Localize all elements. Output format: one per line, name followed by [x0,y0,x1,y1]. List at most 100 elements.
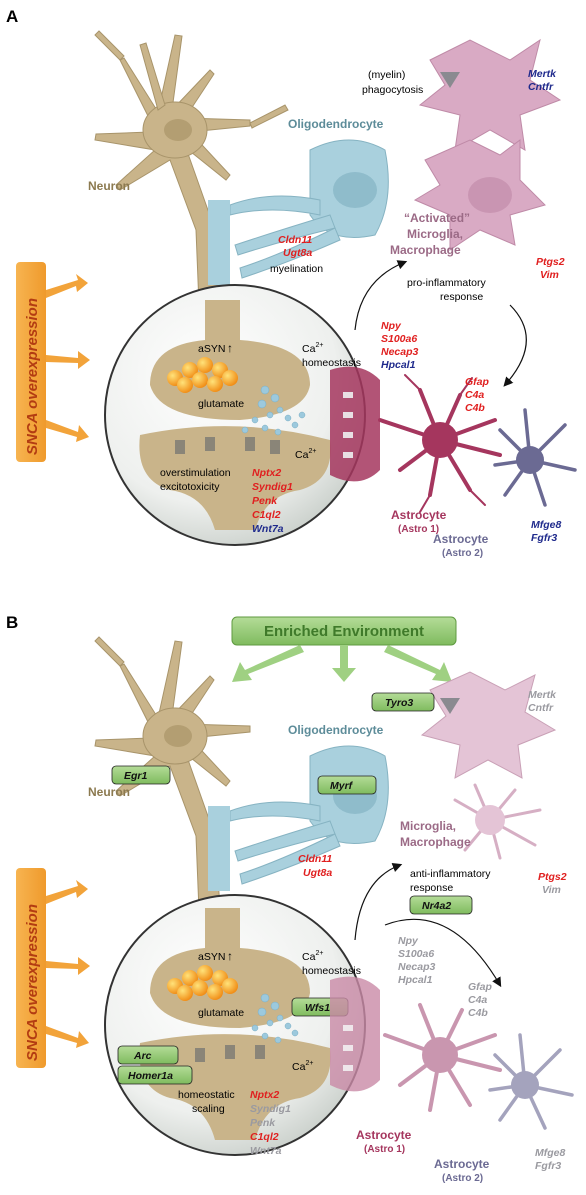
activated-label-a: “Activated” [404,211,470,225]
overstimulation-label-a: overstimulation [160,467,231,479]
snca-bar-a [16,262,90,462]
astrocyte-2-soma-b [511,1071,539,1099]
gene-npy-b: Npy [398,935,419,947]
ca-homeostasis-line2-a: homeostasis [302,357,361,369]
tag-tyro3 [371,692,435,712]
gene-cldn11-b: Cldn11 [298,853,332,865]
myelination-label-a: myelination [270,263,323,275]
gene-c1ql2-a: C1ql2 [252,509,281,521]
antiinflammatory-line2-b: response [410,882,453,894]
scaling-label-b: scaling [192,1103,225,1115]
tag-egr1-label: Egr1 [124,770,148,782]
tag-egr1 [111,765,171,785]
tag-myrf [317,775,377,795]
astrocyte-1-label-a: Astrocyte [391,508,447,522]
oligodendrocyte-nucleus-a [333,172,377,208]
astrocyte-1-soma-b [422,1037,458,1073]
gene-c1ql2-b: C1ql2 [250,1131,279,1143]
astrocyte-1-sub-a: (Astro 1) [398,524,439,535]
gene-c4a-a: C4a [465,389,484,401]
astrocyte-2-sub-b: (Astro 2) [442,1173,483,1184]
glutamate-vesicles-a [241,385,306,436]
panel-b: B Enriched Environment Neuron Egr1 [6,613,574,1184]
gene-mertk-b: Mertk [528,689,557,701]
neuron-nucleus-b [164,725,192,747]
astrocyte-endfoot-channels-b [343,1025,353,1071]
asyn-label-b: aSYN [198,951,225,963]
astrocyte-endfoot-b [330,976,380,1092]
gene-penk-a: Penk [252,495,278,507]
glutamate-label-b: glutamate [198,1007,244,1019]
microglia-label-a: Microglia, [407,227,463,241]
gene-penk-b: Penk [250,1117,276,1129]
gene-necap3-b: Necap3 [398,961,436,973]
asyn-up-arrow-b: ↑ [227,949,233,963]
gene-nptx2-a: Nptx2 [252,467,281,479]
astrocyte-endfoot-channels-a [343,392,353,458]
gene-s100a6-b: S100a6 [398,948,434,960]
snca-label-a: SNCA overexpression [24,298,41,455]
gene-necap3-a: Necap3 [381,346,419,358]
receptors-b [195,1045,265,1062]
glutamate-vesicles-b [251,993,299,1044]
asyn-label-a: aSYN [198,343,225,355]
gene-vim-a: Vim [540,269,559,281]
neuron-label-a: Neuron [88,179,130,193]
gene-npy-a: Npy [381,320,402,332]
gene-hpcal1-a: Hpcal1 [381,359,416,371]
phagocytic-cup-a [440,72,460,88]
enriched-environment-banner [231,616,457,682]
gene-c4b-a: C4b [465,402,485,414]
enriched-environment-label: Enriched Environment [264,623,424,640]
tag-arc-label: Arc [133,1050,152,1062]
homeostatic-label-b: homeostatic [178,1089,235,1101]
tag-wfs1-label: Wfs1 [305,1002,330,1014]
ca-homeostasis-line1-b: Ca2+ [302,950,323,963]
gene-gfap-a: Gfap [465,376,490,388]
gene-syndig1-a: Syndig1 [252,481,293,493]
gene-fgfr3-a: Fgfr3 [531,532,557,544]
ca-label-b: Ca2+ [292,1060,313,1073]
receptors-a [175,437,280,454]
astrocyte-1-sub-b: (Astro 1) [364,1144,405,1155]
phagocytic-cup-b [440,698,460,714]
tag-tyro3-label: Tyro3 [385,697,413,709]
arrow-to-microglia-a [354,260,408,331]
proinflammatory-line1-a: pro-inflammatory [407,277,487,289]
macrophage-label-b: Macrophage [400,835,471,849]
tag-myrf-label: Myrf [330,780,354,792]
gene-vim-b: Vim [542,884,561,896]
gene-ptgs2-b: Ptgs2 [538,871,567,883]
snca-bar-b [16,868,90,1068]
myelin-sheath-b [208,806,230,891]
alpha-synuclein-aggregates-b [167,965,238,1001]
gene-syndig1-b: Syndig1 [250,1103,291,1115]
gene-wnt7a-a: Wnt7a [252,523,284,535]
gene-mfge8-b: Mfge8 [535,1147,565,1159]
panel-a: A Neuron Oligodendrocyte Cldn11 Ugt8a my… [6,7,577,559]
astrocyte-2-label-b: Astrocyte [434,1157,490,1171]
gene-mertk-a: Mertk [528,68,557,80]
astrocyte-endfoot-a [330,366,380,482]
microglia-nucleus-a [468,177,512,213]
ca-homeostasis-line2-b: homeostasis [302,965,361,977]
myelin-sheath-a [208,200,230,285]
tag-nr4a2 [409,895,473,915]
astrocyte-2-soma-a [516,446,544,474]
panel-a-label: A [6,7,18,26]
gene-wnt7a-b: Wnt7a [250,1145,282,1157]
gene-cntfr-b: Cntfr [528,702,554,714]
tag-nr4a2-label: Nr4a2 [422,900,451,912]
tag-homer1a-label: Homer1a [128,1070,173,1082]
oligodendrocyte-cell-a [229,139,389,279]
phagocytosis-line2-a: phagocytosis [362,84,423,96]
arrow-to-astrocyte-b [384,918,502,988]
astrocyte-1-label-b: Astrocyte [356,1128,412,1142]
astrocyte-2-sub-a: (Astro 2) [442,548,483,559]
gene-ugt8a-b: Ugt8a [303,867,332,879]
gene-c4a-b: C4a [468,994,487,1006]
alpha-synuclein-aggregates-a [167,357,238,393]
ca-label-a: Ca2+ [295,448,316,461]
